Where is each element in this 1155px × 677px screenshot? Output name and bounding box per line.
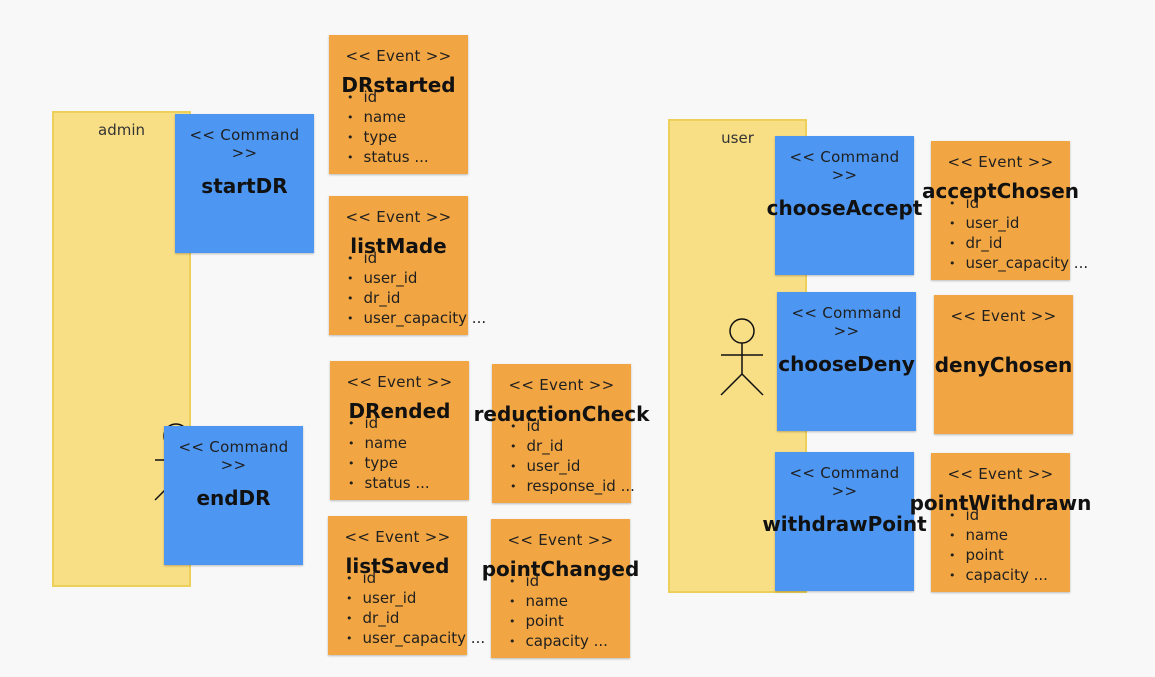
attribute-item: capacity ... (949, 565, 1048, 585)
attribute-list: id user_id dr_id user_capacity ... (347, 248, 487, 328)
command-name: chooseAccept (766, 196, 923, 220)
attribute-item: id (348, 413, 430, 433)
event-stereotype: << Event >> (947, 153, 1054, 171)
attribute-item: status ... (348, 473, 430, 493)
attribute-item: name (509, 591, 608, 611)
event-pointWithdrawn[interactable]: << Event >> pointWithdrawn id name point… (910, 453, 1091, 592)
attribute-item: id (949, 193, 1088, 213)
command-stereotype: << Command >> (178, 438, 289, 474)
attribute-item: type (348, 453, 430, 473)
attribute-item: dr_id (346, 608, 485, 628)
command-name: startDR (201, 174, 288, 198)
attribute-list: id name point capacity ... (949, 505, 1048, 585)
actor-label-user: user (721, 129, 754, 147)
attribute-list: id user_id dr_id user_capacity ... (346, 568, 486, 648)
attribute-list: id name point capacity ... (509, 571, 608, 651)
attribute-item: dr_id (510, 436, 635, 456)
attribute-item: id (346, 568, 485, 588)
attribute-item: user_id (346, 588, 485, 608)
event-stereotype: << Event >> (950, 307, 1057, 325)
attribute-item: user_capacity ... (949, 253, 1089, 273)
event-name: denyChosen (934, 353, 1073, 377)
event-listMade[interactable]: << Event >> listMade id user_id dr_id us… (329, 196, 486, 335)
attribute-item: id (510, 416, 635, 436)
command-withdrawPoint[interactable]: << Command >> withdrawPoint (762, 452, 927, 591)
event-stereotype: << Event >> (345, 47, 452, 65)
attribute-list: id name type status ... (347, 87, 429, 167)
actor-lane-admin: admin (52, 111, 198, 587)
command-chooseAccept[interactable]: << Command >> chooseAccept (767, 136, 922, 275)
event-reductionCheck[interactable]: << Event >> reductionCheck id dr_id user… (474, 364, 649, 503)
attribute-item: user_id (949, 213, 1088, 233)
command-startDR[interactable]: << Command >> startDR (175, 114, 314, 253)
attribute-item: dr_id (949, 233, 1088, 253)
attribute-item: type (347, 127, 429, 147)
command-stereotype: << Command >> (791, 304, 902, 340)
attribute-item: dr_id (347, 288, 486, 308)
attribute-list: id dr_id user_id response_id ... (510, 416, 635, 496)
attribute-item: point (949, 545, 1048, 565)
event-stereotype: << Event >> (508, 376, 615, 394)
event-listSaved[interactable]: << Event >> listSaved id user_id dr_id u… (328, 516, 485, 655)
attribute-item: name (348, 433, 430, 453)
event-stereotype: << Event >> (507, 531, 614, 549)
attribute-item: id (347, 87, 429, 107)
event-stereotype: << Event >> (344, 528, 451, 546)
command-stereotype: << Command >> (789, 464, 900, 500)
command-chooseDeny[interactable]: << Command >> chooseDeny (777, 292, 916, 431)
event-DRstarted[interactable]: << Event >> DRstarted id name type statu… (329, 35, 468, 174)
attribute-item: capacity ... (509, 631, 608, 651)
attribute-item: id (347, 248, 486, 268)
command-stereotype: << Command >> (789, 148, 900, 184)
command-stereotype: << Command >> (189, 126, 300, 162)
command-name: withdrawPoint (762, 512, 927, 536)
attribute-item: name (949, 525, 1048, 545)
event-pointChanged[interactable]: << Event >> pointChanged id name point c… (482, 519, 639, 658)
attribute-list: id name type status ... (348, 413, 430, 493)
event-stereotype: << Event >> (346, 373, 453, 391)
user-actor-icon (720, 318, 764, 396)
event-stereotype: << Event >> (947, 465, 1054, 483)
attribute-item: point (509, 611, 608, 631)
actor-label-admin: admin (98, 121, 145, 139)
attribute-item: id (949, 505, 1048, 525)
attribute-item: user_capacity ... (346, 628, 486, 648)
attribute-item: id (509, 571, 608, 591)
attribute-item: response_id ... (510, 476, 635, 496)
event-acceptChosen[interactable]: << Event >> acceptChosen id user_id dr_i… (922, 141, 1088, 280)
event-stereotype: << Event >> (345, 208, 452, 226)
attribute-item: user_capacity ... (347, 308, 487, 328)
attribute-item: status ... (347, 147, 429, 167)
attribute-item: name (347, 107, 429, 127)
attribute-list: id user_id dr_id user_capacity ... (949, 193, 1089, 273)
attribute-item: user_id (347, 268, 486, 288)
event-denyChosen[interactable]: << Event >> denyChosen (934, 295, 1073, 434)
command-endDR[interactable]: << Command >> endDR (164, 426, 303, 565)
command-name: endDR (196, 486, 271, 510)
command-name: chooseDeny (778, 352, 915, 376)
event-DRended[interactable]: << Event >> DRended id name type status … (330, 361, 469, 500)
attribute-item: user_id (510, 456, 635, 476)
